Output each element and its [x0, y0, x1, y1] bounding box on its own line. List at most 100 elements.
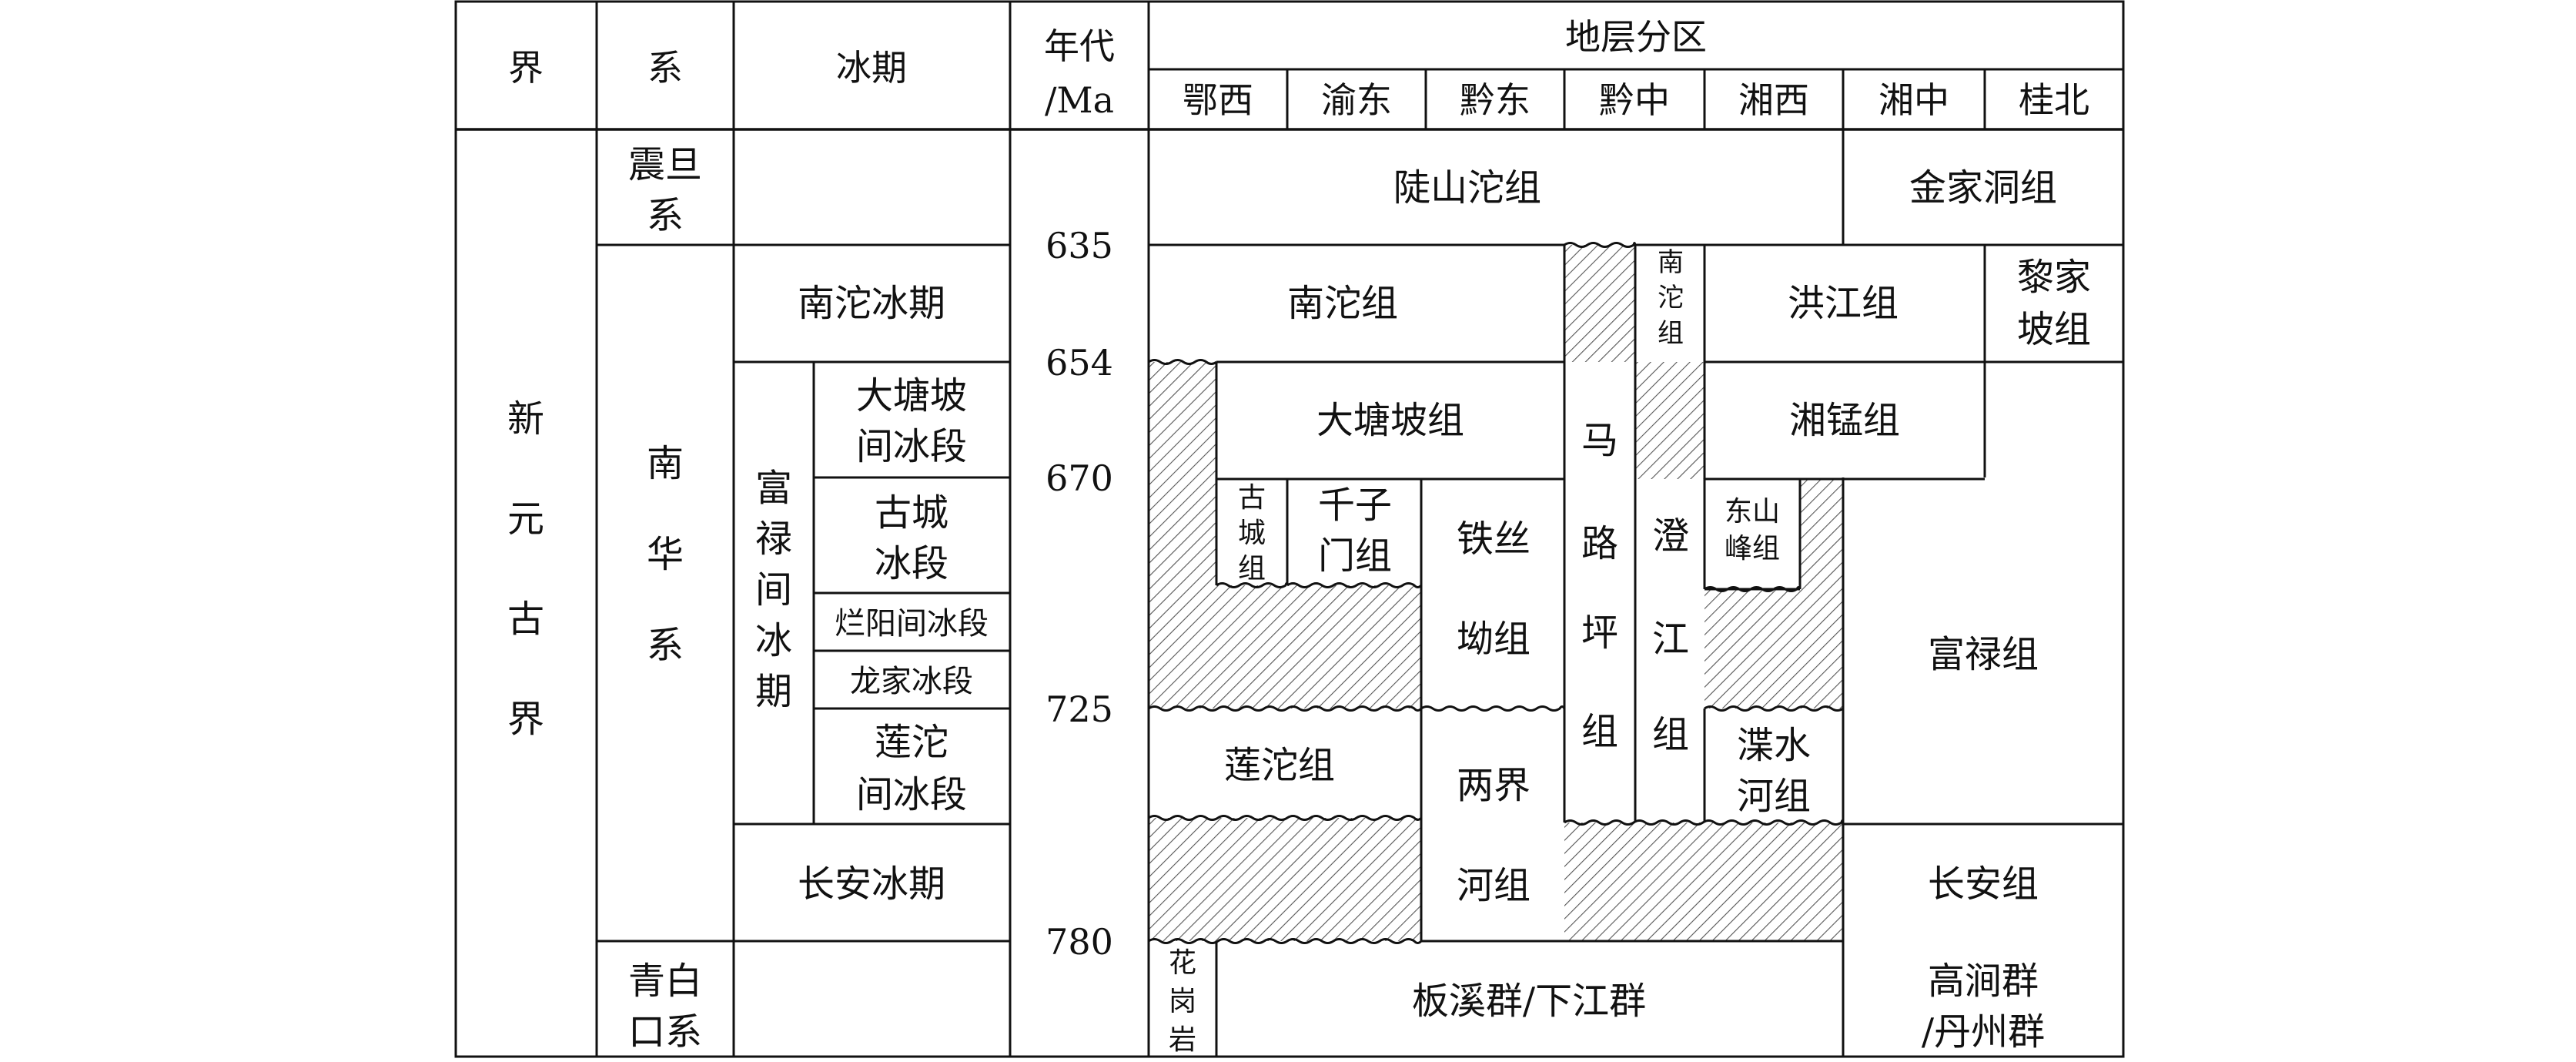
- liangjiehe-line-1: 两界: [1457, 764, 1531, 807]
- fulu-formation: 富禄组: [1928, 633, 2039, 676]
- qianzimen-line-2: 门组: [1318, 534, 1392, 578]
- header-region-exi: 鄂西: [1183, 79, 1253, 121]
- datangpo-line-1: 大塘坡: [856, 374, 967, 417]
- changan-formation: 长安组: [1928, 863, 2039, 906]
- formation-labels: 陡山沱组 金家洞组 南沱组 南 沱 组 洪江组 黎家 坡组 大塘坡组 湘锰组 马…: [1169, 166, 2091, 1056]
- hatch-xiangxi-strip: [1635, 362, 1705, 479]
- gaojian-line-2: /丹州群: [1922, 1010, 2045, 1054]
- datangpo-formation: 大塘坡组: [1316, 399, 1464, 442]
- zhendan-line-2: 系: [647, 194, 684, 237]
- gucheng-small-2: 城: [1238, 518, 1266, 549]
- tiesi-line-2: 坳组: [1457, 618, 1531, 661]
- unconformity-waves: [1148, 242, 1845, 944]
- system-column: 震旦 系 南 华 系 青白 口系: [628, 143, 702, 1054]
- longjia: 龙家冰段: [850, 664, 973, 699]
- table-grid: [454, 0, 2125, 1058]
- age-725: 725: [1045, 688, 1113, 730]
- age-labels: 635 654 670 725 780: [1041, 225, 1118, 963]
- nantuo-small-1: 南: [1658, 247, 1684, 278]
- gucheng-line-2: 冰段: [875, 542, 948, 585]
- hatched-gaps: [1149, 245, 1843, 941]
- nanhua-char-1: 南: [647, 442, 684, 485]
- gucheng-small-1: 古: [1238, 482, 1266, 514]
- lijiapo-line-2: 坡组: [2017, 308, 2091, 351]
- hatch-qianzhong-upper: [1564, 245, 1635, 362]
- jinjiadong-formation: 金家洞组: [1909, 166, 2057, 209]
- header-region-qianzhong: 黔中: [1599, 79, 1670, 121]
- header-region-xiangxi: 湘西: [1738, 79, 1809, 121]
- hatch-xiangxi-mid: [1705, 479, 1843, 709]
- lijiapo-line-1: 黎家: [2017, 256, 2091, 299]
- fulu-char-1: 富: [755, 467, 792, 510]
- jie-char-3: 古: [507, 598, 544, 641]
- hatch-exi-bottom: [1149, 818, 1421, 941]
- header-region-qiandong: 黔东: [1460, 79, 1531, 121]
- liantuo-line-2: 间冰段: [856, 773, 967, 816]
- fulu-char-5: 期: [755, 670, 792, 713]
- jie-char-2: 元: [507, 497, 544, 541]
- wave-exi-bottom: [1148, 938, 1423, 944]
- doushantuo-formation: 陡山沱组: [1393, 166, 1541, 209]
- wave-datangpo-base-exi: [1148, 359, 1217, 365]
- xieshui-line-2: 河组: [1737, 775, 1811, 818]
- header-jie: 界: [508, 47, 544, 89]
- dongshanfeng-line-2: 峰组: [1725, 533, 1780, 565]
- header-region-guibei: 桂北: [2019, 79, 2089, 121]
- qingbaikou-line-2: 口系: [628, 1010, 702, 1054]
- header-niandai: 年代: [1044, 25, 1115, 67]
- wave-malu-base: [1564, 819, 1845, 826]
- header-xi: 系: [647, 47, 683, 89]
- changan-glacial: 长安冰期: [798, 863, 945, 906]
- header-unit: /Ma: [1045, 79, 1114, 121]
- age-780: 780: [1045, 921, 1113, 963]
- age-670: 670: [1045, 457, 1113, 499]
- chengjiang-char-2: 江: [1652, 618, 1689, 661]
- huagangyan-char-3: 岩: [1169, 1024, 1196, 1056]
- malu-char-1: 马: [1581, 419, 1618, 462]
- gaojian-line-1: 高涧群: [1928, 960, 2039, 1003]
- age-654: 654: [1045, 342, 1113, 384]
- malu-char-4: 组: [1581, 710, 1618, 753]
- chengjiang-char-1: 澄: [1652, 514, 1689, 558]
- fulu-char-2: 禄: [755, 518, 792, 561]
- nantuo-formation: 南沱组: [1287, 282, 1398, 325]
- hatch-qianzhong-bottom: [1564, 822, 1843, 941]
- nantuo-small-2: 沱: [1658, 283, 1684, 313]
- fulu-char-3: 间: [755, 568, 792, 611]
- jie-char-1: 新: [507, 397, 544, 441]
- glacial-column: 南沱冰期 富 禄 间 冰 期 大塘坡 间冰段 古城 冰段 烂阳间冰段 龙家冰段 …: [755, 282, 989, 906]
- liantuo-line-1: 莲沱: [875, 721, 948, 764]
- age-635: 635: [1045, 225, 1113, 266]
- dongshanfeng-line-1: 东山: [1725, 496, 1780, 528]
- zhendan-line-1: 震旦: [628, 143, 702, 186]
- datangpo-line-2: 间冰段: [856, 425, 967, 468]
- tiesi-line-1: 铁丝: [1457, 518, 1531, 561]
- header-region-xiangzhong: 湘中: [1878, 79, 1949, 121]
- liantuo-formation: 莲沱组: [1224, 744, 1335, 787]
- wave-xieshui-top: [1704, 705, 1844, 712]
- hatch-exi-lower-left: [1149, 362, 1421, 709]
- nanhua-char-3: 系: [647, 624, 684, 667]
- lanyang: 烂阳间冰段: [835, 606, 989, 642]
- header-region-title: 地层分区: [1565, 16, 1707, 58]
- table-header: 界 系 冰期 年代 /Ma 地层分区 鄂西 渝东 黔东 黔中 湘西 湘中 桂北: [508, 16, 2089, 121]
- malu-char-2: 路: [1581, 522, 1618, 565]
- huagangyan-char-1: 花: [1169, 947, 1196, 979]
- era-column: 新 元 古 界: [507, 397, 544, 741]
- wave-liantuo-top: [1148, 705, 1423, 712]
- wave-liantuo-base: [1148, 815, 1423, 821]
- gucheng-line-1: 古城: [875, 491, 948, 534]
- jie-char-4: 界: [507, 698, 544, 741]
- xiangmeng-formation: 湘锰组: [1789, 399, 1900, 442]
- wave-gucheng-top: [1216, 582, 1289, 588]
- banxi-group: 板溪群/下江群: [1412, 980, 1646, 1023]
- xieshui-line-1: 渫水: [1737, 724, 1811, 767]
- gucheng-small-3: 组: [1238, 553, 1266, 585]
- fulu-char-4: 冰: [755, 619, 792, 662]
- malu-char-3: 坪: [1581, 611, 1618, 655]
- wave-tiesi-base: [1420, 705, 1566, 712]
- huagangyan-char-2: 岗: [1169, 986, 1196, 1017]
- wave-nantuo-base-qianzhong: [1564, 242, 1637, 248]
- wave-qianzimen-base: [1286, 582, 1423, 588]
